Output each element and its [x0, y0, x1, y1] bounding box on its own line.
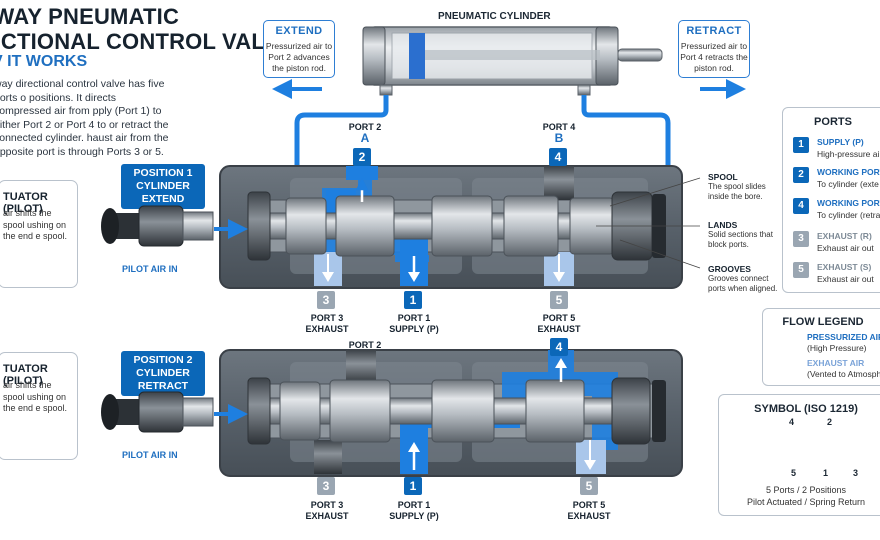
hose-port-4 [581, 95, 671, 168]
retract-callout: RETRACT Pressurized air to Port 4 retrac… [678, 20, 750, 78]
actuator-box-position-2: TUATOR (PILOT) air shifts the spool ushi… [0, 352, 78, 460]
extend-callout: EXTEND Pressurized air to Port 2 advance… [263, 20, 335, 78]
pneumatic-cylinder [362, 26, 663, 96]
iso-symbol-box: SYMBOL (ISO 1219) 4 2 5 1 3 5 Ports / 2 … [718, 394, 880, 516]
port-1-badge: 1 [404, 291, 422, 309]
port-3-badge-pos2: 3 [317, 477, 335, 495]
ports-panel-item: 3 EXHAUST (R) Exhaust air out [793, 229, 880, 259]
pilot-actuator-1 [101, 205, 248, 247]
position-2-label: POSITION 2 CYLINDER RETRACT [121, 351, 205, 396]
hose-port-2 [294, 95, 389, 168]
subtitle: V IT WORKS [0, 53, 88, 70]
port-3-caption-pos2: PORT 3 EXHAUST [305, 500, 349, 521]
ports-panel-item: 1 SUPPLY (P) High-pressure ai [793, 135, 880, 165]
port-4-label: PORT 4 B [542, 122, 576, 145]
lands-label: LANDS Solid sections that block ports. [708, 220, 773, 249]
ports-panel-item: 2 WORKING PORT To cylinder (exte [793, 165, 880, 195]
ports-panel-item: 4 WORKING PORT To cylinder (retra [793, 196, 880, 226]
ports-panel: PORTS 1 SUPPLY (P) High-pressure ai 2 WO… [782, 107, 880, 293]
page-title: -WAY PNEUMATIC ECTIONAL CONTROL VALVE [0, 4, 294, 54]
port-2-label: PORT 2 A [348, 122, 382, 145]
pilot-air-label-2: PILOT AIR IN [122, 450, 178, 460]
flow-legend: FLOW LEGEND PRESSURIZED AIR (High Pressu… [762, 308, 880, 386]
actuator-box-position-1: TUATOR (PILOT) air shifts the spool ushi… [0, 180, 78, 288]
position-1-label: POSITION 1 CYLINDER EXTEND [121, 164, 205, 209]
cylinder-label: PNEUMATIC CYLINDER [438, 11, 551, 22]
grooves-label: GROOVES Grooves connect ports when align… [708, 264, 778, 293]
port-3-caption: PORT 3 EXHAUST [305, 313, 349, 334]
port-4-badge-pos2: 4 [550, 338, 568, 356]
ports-panel-item: 5 EXHAUST (S) Exhaust air out [793, 260, 880, 290]
port-1-badge-pos2: 1 [404, 477, 422, 495]
port-5-badge-pos2: 5 [580, 477, 598, 495]
port-1-caption-pos2: PORT 1 SUPPLY (P) [389, 500, 439, 521]
port-5-caption-pos2: PORT 5 EXHAUST [567, 500, 611, 521]
port-5-caption: PORT 5 EXHAUST [537, 313, 581, 334]
valve-body-position-1 [219, 165, 683, 289]
port-2-label-pos2: PORT 2 [348, 340, 382, 350]
valve-body-position-2 [219, 349, 683, 477]
port-5-badge: 5 [550, 291, 568, 309]
pilot-actuator-2 [101, 391, 248, 433]
pilot-air-label-1: PILOT AIR IN [122, 264, 178, 274]
spool-label: SPOOL The spool slides inside the bore. [708, 172, 766, 201]
port-3-badge: 3 [317, 291, 335, 309]
port-4-badge: 4 [549, 148, 567, 166]
port-2-badge: 2 [353, 148, 371, 166]
description: way directional control valve has five p… [0, 78, 169, 158]
port-1-caption: PORT 1 SUPPLY (P) [389, 313, 439, 334]
